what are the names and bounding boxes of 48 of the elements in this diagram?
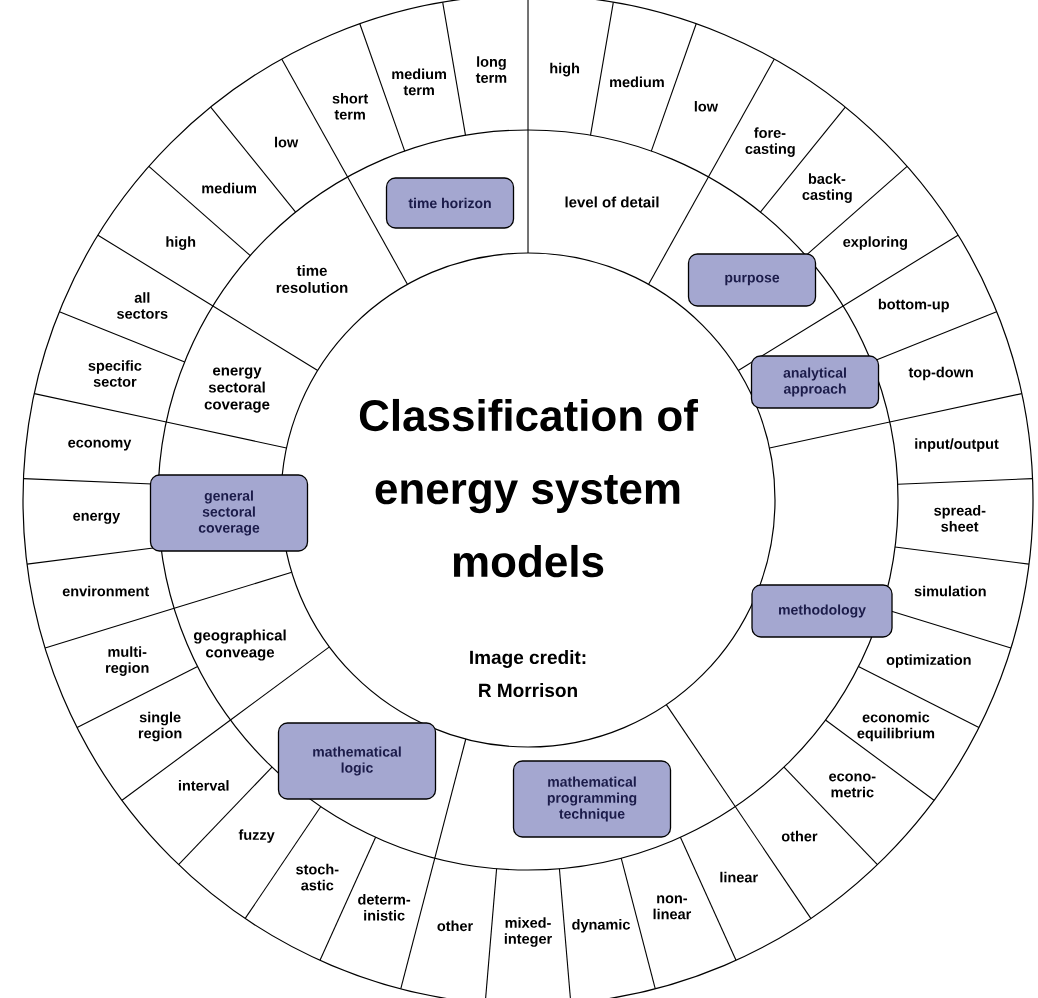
segment-label: all sectors [117,292,168,319]
segment-label: medium [610,76,664,88]
segment-label: other [781,830,818,842]
segment-label: stoch-astic [296,863,339,891]
segment-label: top-down [908,366,973,381]
category-label: time resolution [276,265,348,293]
segment-label: exploring [843,236,907,250]
segment-label: back-casting [802,173,852,203]
category-box: time horizon [385,177,515,229]
segment-label: bottom-up [878,298,949,313]
segment-label: environment [62,585,150,597]
segment-label: simulation [914,585,986,597]
segment-label: specific sector [88,360,142,387]
segment-label: high [166,236,196,250]
segment-label: input/output [915,438,999,452]
category-box: methodology [751,584,893,638]
segment-label: medium term [392,68,446,96]
segment-label: econo-metric [829,773,876,798]
segment-label: multi-region [106,646,149,676]
segment-label: energy [73,512,121,524]
segment-label: short term [332,92,369,120]
segment-label: fuzzy [238,829,275,843]
segment-label: mixed-integer [504,917,552,947]
segment-label: other [437,920,473,932]
category-box: purpose [687,253,817,307]
segment-label: interval [178,780,229,791]
category-box: mathematical programming technique [512,760,672,838]
segment-label: dynamic [572,919,630,933]
segment-label: determ-inistic [358,894,411,921]
segment-label: economic equilibrium [857,711,935,742]
segment-label: single region [138,711,182,742]
segment-label: economy [68,439,132,451]
segment-label: long term [475,56,507,83]
category-box: general sectoral coverage [149,474,309,552]
segment-label: low [694,101,719,112]
segment-label: medium [202,182,256,194]
category-box: mathematical logic [277,722,437,800]
segment-label: high [550,62,580,77]
category-label: geographical conveage [193,629,286,661]
segment-label: non-linear [653,895,692,920]
category-label: energy sectoral coverage [204,367,270,413]
segment-label: linear [720,871,758,883]
segment-label: fore-casting [745,127,795,157]
category-box: analytical approach [750,355,880,409]
category-label: level of detail [565,196,659,208]
segment-label: optimization [886,654,971,668]
segment-label: low [275,136,299,148]
segment-label: spread-sheet [934,505,986,532]
